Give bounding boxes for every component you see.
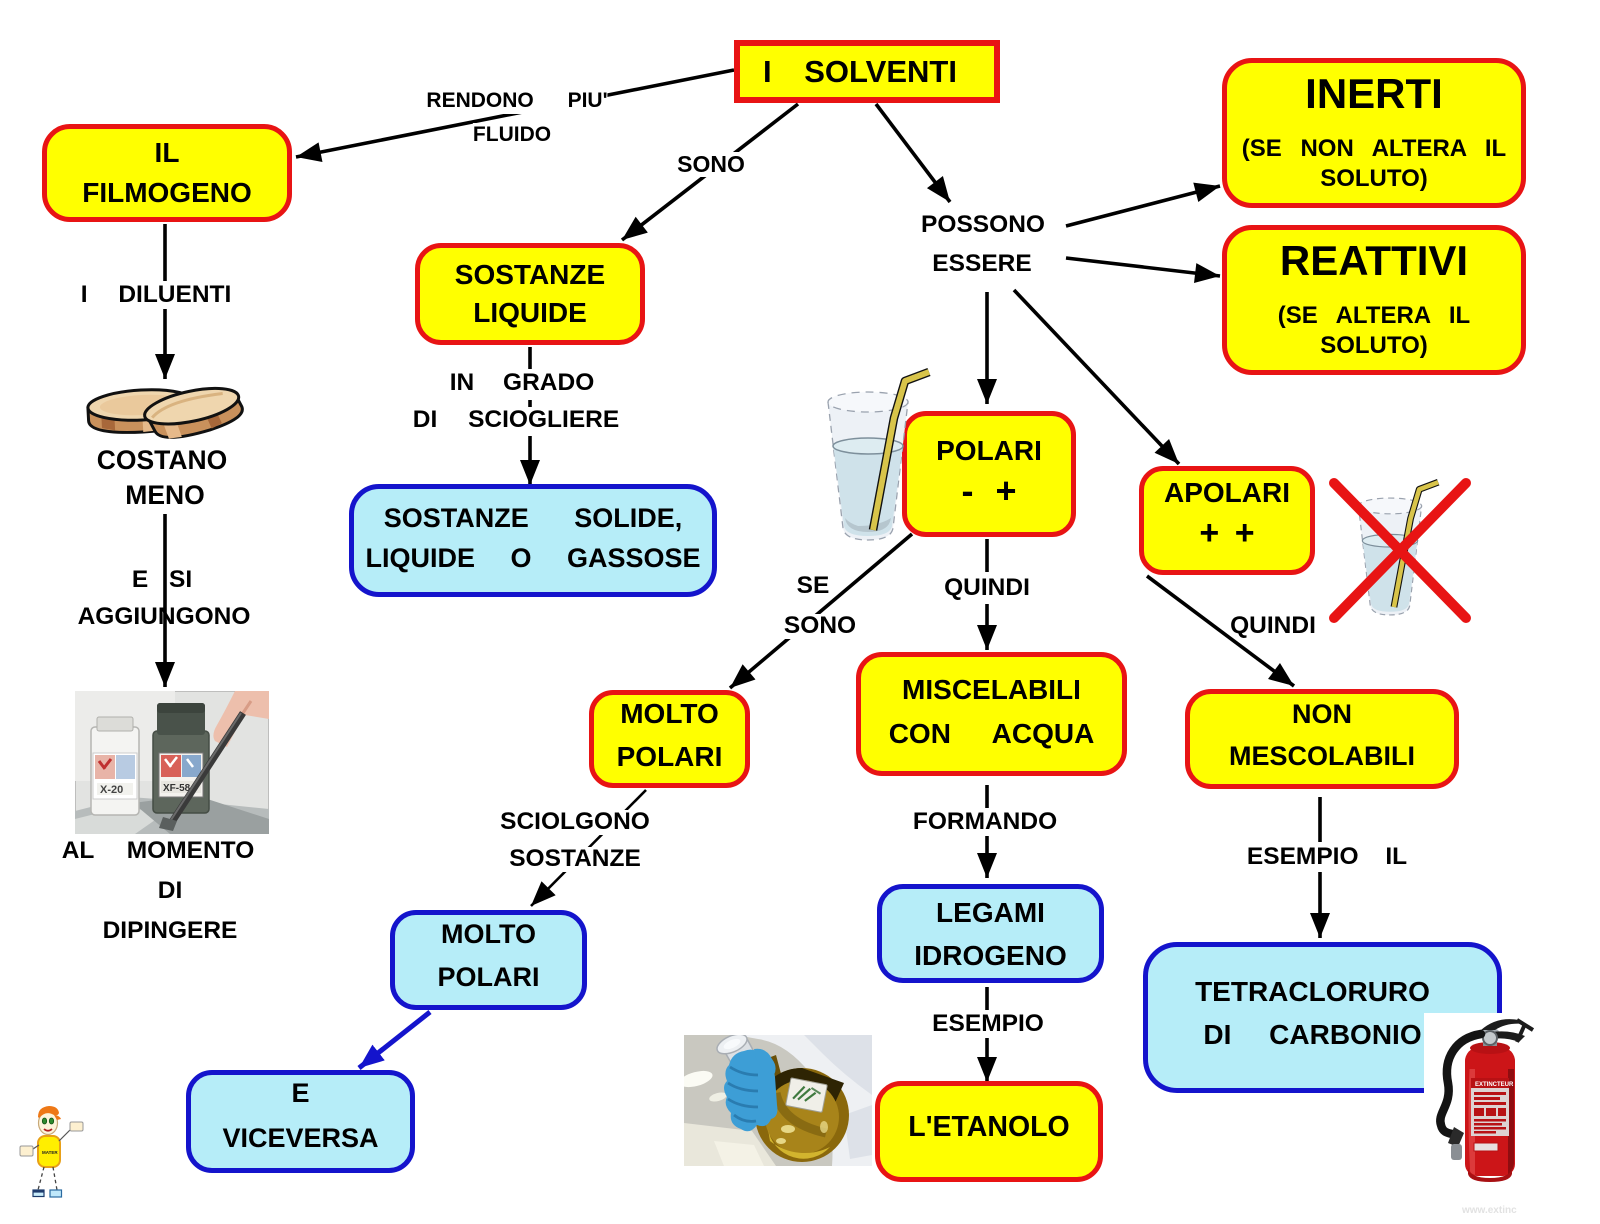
svg-text:X-20: X-20 (100, 784, 123, 796)
svg-text:www.extinc: www.extinc (1461, 1205, 1517, 1216)
svg-text:MATER: MATER (42, 1150, 58, 1155)
svg-text:EXTINCTEUR: EXTINCTEUR (1475, 1082, 1514, 1088)
svg-text:XF-58: XF-58 (163, 783, 191, 794)
